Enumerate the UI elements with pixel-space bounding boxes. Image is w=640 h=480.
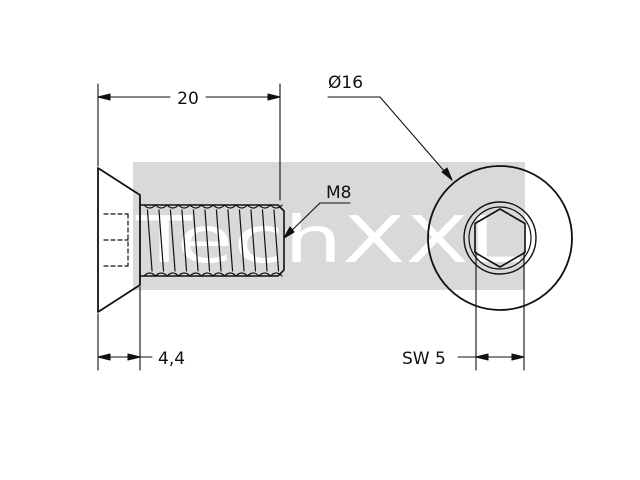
thread-flank [261,209,268,272]
thread-flank [169,209,176,272]
thread-crest-top [189,204,203,209]
thread-flank [158,209,165,272]
socket-hidden-lines [103,213,129,267]
thread-crest-top [258,204,272,209]
thread-crest-bottom [235,272,249,277]
thread-label: M8 [326,183,351,203]
thread-crest-bottom [189,272,203,277]
socket-inner-circle [468,206,532,270]
thread-crest-bottom [258,272,272,277]
thread-lines [143,204,283,277]
screw-side-view [97,167,285,313]
head-height-label: 4,4 [158,349,185,369]
thread-crest-bottom [154,272,168,277]
thread-crest-top [177,204,191,209]
diameter-label: Ø16 [328,73,363,93]
socket-outer-circle [463,201,537,275]
thread-crest-bottom [200,272,214,277]
screw-front-view [427,165,573,311]
thread-crest-top [200,204,214,209]
thread-flank [238,209,245,272]
screw-shank [139,204,285,277]
thread-crest-bottom [212,272,226,277]
thread-flank [181,209,188,272]
watermark-text: TechXXL [135,204,521,278]
length-dimension [97,83,281,201]
thread-crest-bottom [246,272,260,277]
thread-flank [215,209,222,272]
thread-crest-bottom [177,272,191,277]
thread-crest-top [143,204,157,209]
head-height-dimension [97,286,153,371]
thread-crest-top [269,204,283,209]
thread-flank [204,209,211,272]
thread-leader [283,202,351,239]
thread-crest-top [154,204,168,209]
head-circle [427,165,573,311]
thread-crest-bottom [166,272,180,277]
thread-flank [273,209,280,272]
thread-crest-top [235,204,249,209]
screw-head [97,167,141,313]
thread-crest-top [212,204,226,209]
thread-crest-top [246,204,260,209]
diameter-leader [327,96,453,181]
thread-crest-bottom [143,272,157,277]
thread-flank [192,209,199,272]
length-label: 20 [177,89,199,109]
socket-size-dimension [457,251,525,371]
socket-size-label: SW 5 [402,349,446,369]
thread-flank [227,209,234,272]
thread-crest-top [223,204,237,209]
thread-crest-bottom [269,272,283,277]
thread-flank [146,209,153,272]
hex-socket [474,208,526,268]
thread-flank [250,209,257,272]
thread-crest-bottom [223,272,237,277]
thread-crest-top [166,204,180,209]
